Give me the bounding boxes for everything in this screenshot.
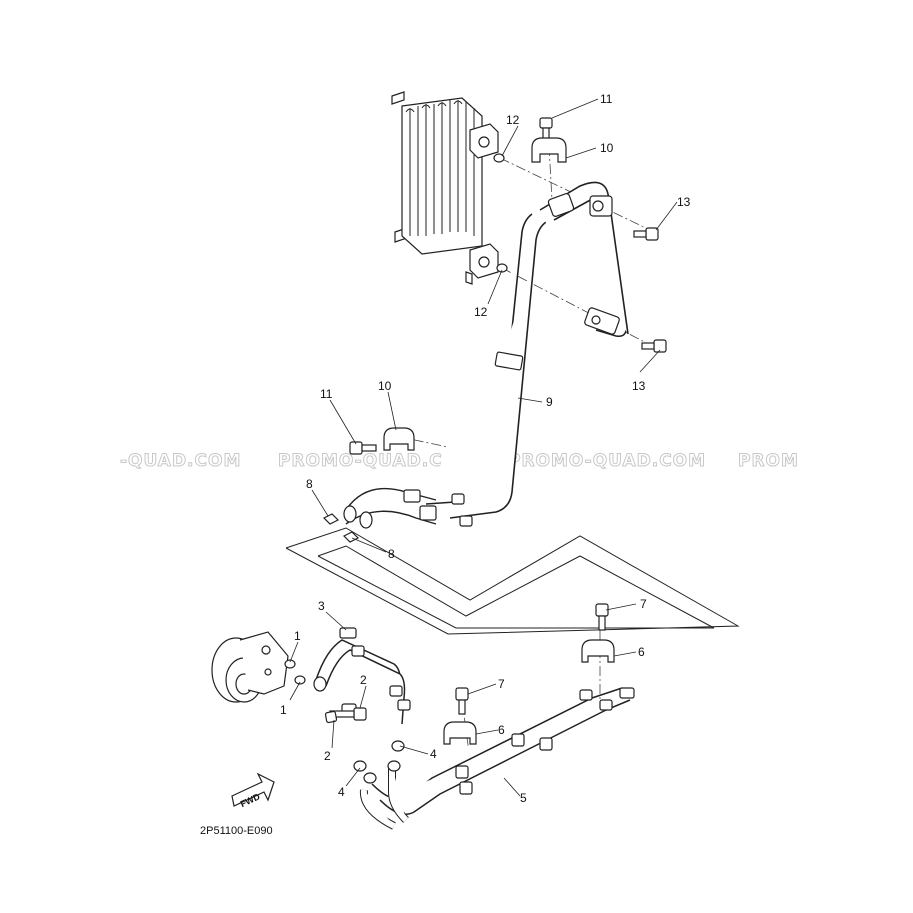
callout-2-bottom: 2 <box>324 749 331 763</box>
callout-6-left: 6 <box>498 723 505 737</box>
callout-10-mid: 10 <box>378 379 392 393</box>
callout-1-top: 1 <box>294 629 301 643</box>
diagram-code: 2P51100-E090 <box>200 825 273 837</box>
callout-11-top: 11 <box>600 92 613 106</box>
oil-pipe-5 <box>359 687 635 830</box>
oil-pipe-9 <box>343 181 629 529</box>
fwd-arrow: FWD <box>231 772 275 809</box>
callout-10-top: 10 <box>600 141 614 155</box>
watermark-row: -QUAD.COM PROMO-QUAD.COM PROMO-QUAD.COM … <box>120 451 799 472</box>
callout-13-bottom: 13 <box>632 379 646 393</box>
callout-12-bottom: 12 <box>474 305 488 319</box>
callouts: 11 12 10 13 12 13 9 11 10 8 8 3 1 1 2 2 … <box>280 92 691 805</box>
callout-1-bottom: 1 <box>280 703 287 717</box>
callout-4-left: 4 <box>338 785 345 799</box>
pump-cover <box>211 631 306 703</box>
callout-2-top: 2 <box>360 673 367 687</box>
callout-8-top: 8 <box>306 477 313 491</box>
watermark-center-2: PROMO-QUAD.COM <box>508 451 706 471</box>
callout-7-left: 7 <box>498 677 505 691</box>
callout-6-right: 6 <box>638 645 645 659</box>
callout-7-right: 7 <box>640 597 647 611</box>
callout-11-mid: 11 <box>320 387 333 401</box>
leader-lines <box>289 98 678 797</box>
oil-pipe-3 <box>313 627 411 725</box>
watermark-center-1: PROMO-QUAD.COM <box>278 451 476 471</box>
callout-9: 9 <box>546 395 553 409</box>
callout-13-top: 13 <box>677 195 691 209</box>
watermark-left: -QUAD.COM <box>120 451 241 471</box>
callout-5: 5 <box>520 791 527 805</box>
reference-frame <box>285 527 740 635</box>
oil-cooler <box>391 91 499 285</box>
parts-lower <box>324 603 615 772</box>
callout-8-bottom: 8 <box>388 547 395 561</box>
watermark-right: PROM <box>738 451 799 471</box>
callout-3: 3 <box>318 599 325 613</box>
parts-upper <box>322 117 667 543</box>
callout-12-top: 12 <box>506 113 520 127</box>
callout-4-right: 4 <box>430 747 437 761</box>
